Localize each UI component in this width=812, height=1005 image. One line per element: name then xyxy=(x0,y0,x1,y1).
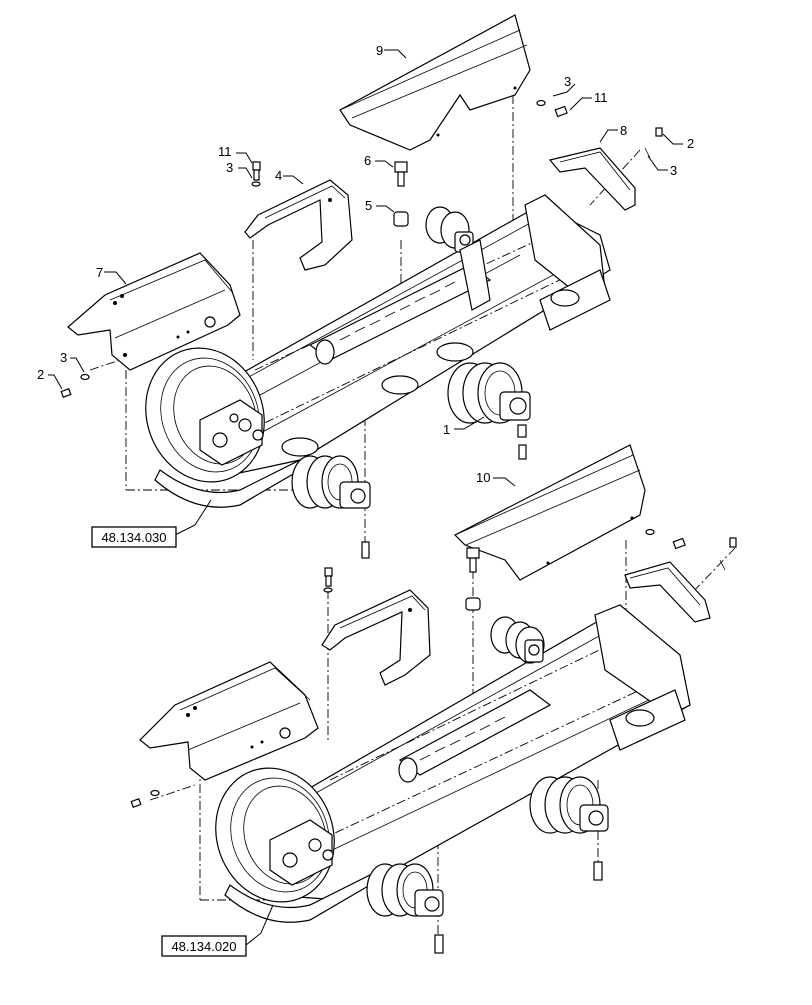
callout-3-left: 3 xyxy=(226,160,233,175)
callout-labels: 9 3 11 8 2 3 11 3 4 6 5 7 2 3 1 10 xyxy=(37,43,694,485)
callout-leaders-upper xyxy=(48,49,683,536)
guard-10 xyxy=(453,444,646,581)
bolt-6 xyxy=(394,161,408,173)
guard-9 xyxy=(339,14,531,151)
lower-assembly xyxy=(130,444,737,954)
lower-roller-bottom xyxy=(366,863,444,954)
callout-3-far-left: 3 xyxy=(60,350,67,365)
lower-idler-wheel xyxy=(215,767,335,903)
callout-1: 1 xyxy=(443,422,450,437)
fasteners-upper xyxy=(60,99,663,398)
upper-track-frame xyxy=(148,194,611,476)
callout-11-top-right: 11 xyxy=(594,90,608,105)
fasteners-lower xyxy=(130,528,737,808)
callout-3-top-right: 3 xyxy=(564,74,571,89)
upper-top-roller xyxy=(425,206,491,311)
callout-4: 4 xyxy=(275,168,282,183)
callout-9: 9 xyxy=(376,43,383,58)
guard-4 xyxy=(244,179,353,271)
spacer-5 xyxy=(393,211,409,227)
reference-label-upper: 48.134.030 xyxy=(101,530,166,545)
callout-2-right: 2 xyxy=(687,136,694,151)
upper-idler-wheel xyxy=(145,347,265,483)
callout-5: 5 xyxy=(365,198,372,213)
callout-6: 6 xyxy=(364,153,371,168)
lower-bracket xyxy=(624,561,711,623)
callout-leader-lower xyxy=(245,904,274,946)
upper-assembly xyxy=(48,14,683,559)
callout-11-left: 11 xyxy=(218,144,232,159)
reference-label-lower: 48.134.020 xyxy=(171,939,236,954)
guard-7 xyxy=(67,252,241,371)
lower-top-roller xyxy=(490,616,545,664)
upper-bottom-roller xyxy=(291,455,371,559)
callout-7: 7 xyxy=(96,265,103,280)
callout-8: 8 xyxy=(620,123,627,138)
track-roller-1 xyxy=(447,362,531,460)
lower-roller-right xyxy=(529,776,609,881)
lower-track-frame xyxy=(219,604,691,901)
reference-box-lower[interactable]: 48.134.020 xyxy=(161,935,247,957)
callout-3-right: 3 xyxy=(670,163,677,178)
bracket-8 xyxy=(548,147,636,211)
reference-box-upper[interactable]: 48.134.030 xyxy=(91,526,177,548)
callout-10: 10 xyxy=(476,470,490,485)
callout-2-left: 2 xyxy=(37,367,44,382)
lower-guard-left xyxy=(321,589,431,686)
lower-guard-side xyxy=(139,661,319,781)
